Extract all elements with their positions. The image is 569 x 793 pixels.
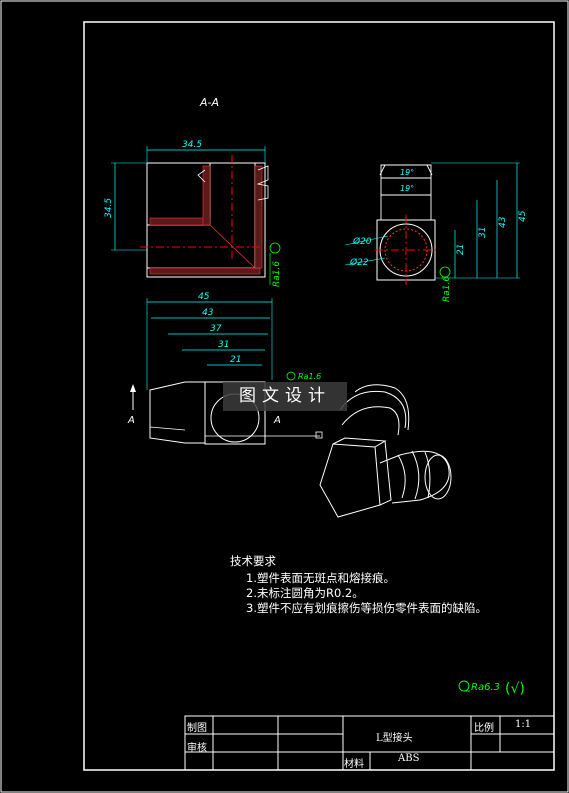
tb-part-name: L型接头 — [376, 733, 413, 744]
roughness-front-icon — [286, 371, 296, 381]
hatch-left — [202, 165, 211, 226]
iso-body-front — [319, 443, 381, 518]
dim-right-43: 43 — [498, 216, 508, 228]
front-spigot-ring — [149, 426, 186, 431]
roughness-right-icon — [439, 266, 451, 278]
tech-req-item-1: 1.塑件表面无斑点和熔接痕。 — [246, 571, 395, 585]
iso-body-side — [379, 440, 392, 506]
roughness-general-suffix: (√) — [505, 681, 525, 697]
roughness-right-text: Ra1.6 — [442, 276, 452, 302]
view-arrow-label-right: A — [273, 415, 281, 426]
view-arrow-label-left: A — [127, 415, 135, 426]
front-view: 45 43 37 31 21 A A Ra1.6 — [127, 292, 323, 445]
dim-angle-1: 19° — [400, 168, 414, 177]
watermark: 图文设计 — [223, 382, 347, 411]
tech-req-title: 技术要求 — [230, 554, 276, 568]
dim-section-width: 34.5 — [182, 140, 202, 150]
tb-material-value: ABS — [398, 753, 420, 764]
dim-d2-leader — [344, 257, 386, 266]
iso-barb-rings — [397, 450, 431, 500]
dim-right-21: 21 — [456, 244, 466, 255]
tb-scale-label: 比例 — [474, 723, 494, 734]
tb-scale-value: 1:1 — [515, 719, 532, 730]
roughness-section-text: Ra1.6 — [272, 261, 282, 287]
iso-barb-end — [424, 454, 452, 500]
roughness-section-icon — [269, 242, 281, 254]
dim-front-43: 43 — [202, 308, 214, 318]
tb-drawn-label: 制图 — [187, 723, 207, 734]
dim-right-d22: Ø22 — [349, 257, 369, 268]
front-leader-box — [315, 431, 323, 439]
dim-right-d20: Ø20 — [352, 236, 372, 247]
hatch-top — [149, 217, 211, 226]
isometric-view — [319, 384, 452, 518]
front-spigot — [149, 381, 206, 444]
tech-req-item-2: 2.未标注圆角为R0.2。 — [246, 586, 364, 600]
roughness-general-icon — [458, 680, 470, 692]
roughness-front-text: Ra1.6 — [298, 372, 321, 381]
hatch-bottom — [149, 267, 261, 275]
side-spigot — [379, 164, 433, 220]
section-label: A-A — [199, 96, 219, 109]
hatch-right — [254, 165, 263, 269]
view-arrow-head — [130, 384, 136, 392]
section-barbs — [197, 165, 269, 201]
section-view: 34.5 34.5 Ra1.6 — [104, 140, 282, 287]
dim-front-31: 31 — [218, 340, 229, 350]
dim-right-45: 45 — [518, 210, 528, 222]
tb-check-label: 审核 — [187, 743, 207, 754]
dim-right-31: 31 — [478, 227, 488, 238]
side-view: 19° 19° 21 31 43 45 Ø20 Ø22 Ra1.6 — [344, 162, 528, 302]
iso-barb — [379, 450, 450, 504]
dim-front-45: 45 — [198, 292, 210, 302]
dim-front-21: 21 — [230, 355, 241, 365]
iso-body-top — [332, 437, 387, 448]
tech-req-item-3: 3.塑件不应有划痕擦伤等损伤零件表面的缺陷。 — [246, 601, 487, 615]
dim-front-37: 37 — [210, 324, 222, 334]
roughness-general-text: Ra6.3 — [471, 682, 500, 693]
title-block — [184, 715, 555, 771]
iso-upper-fragment — [339, 384, 410, 436]
section-diag — [209, 224, 256, 269]
dim-angle-2: 19° — [400, 184, 414, 193]
dim-section-height: 34.5 — [104, 198, 114, 218]
dim-d1-leader — [344, 235, 389, 246]
section-outline — [146, 162, 266, 278]
tb-material-label: 材料 — [344, 759, 364, 770]
